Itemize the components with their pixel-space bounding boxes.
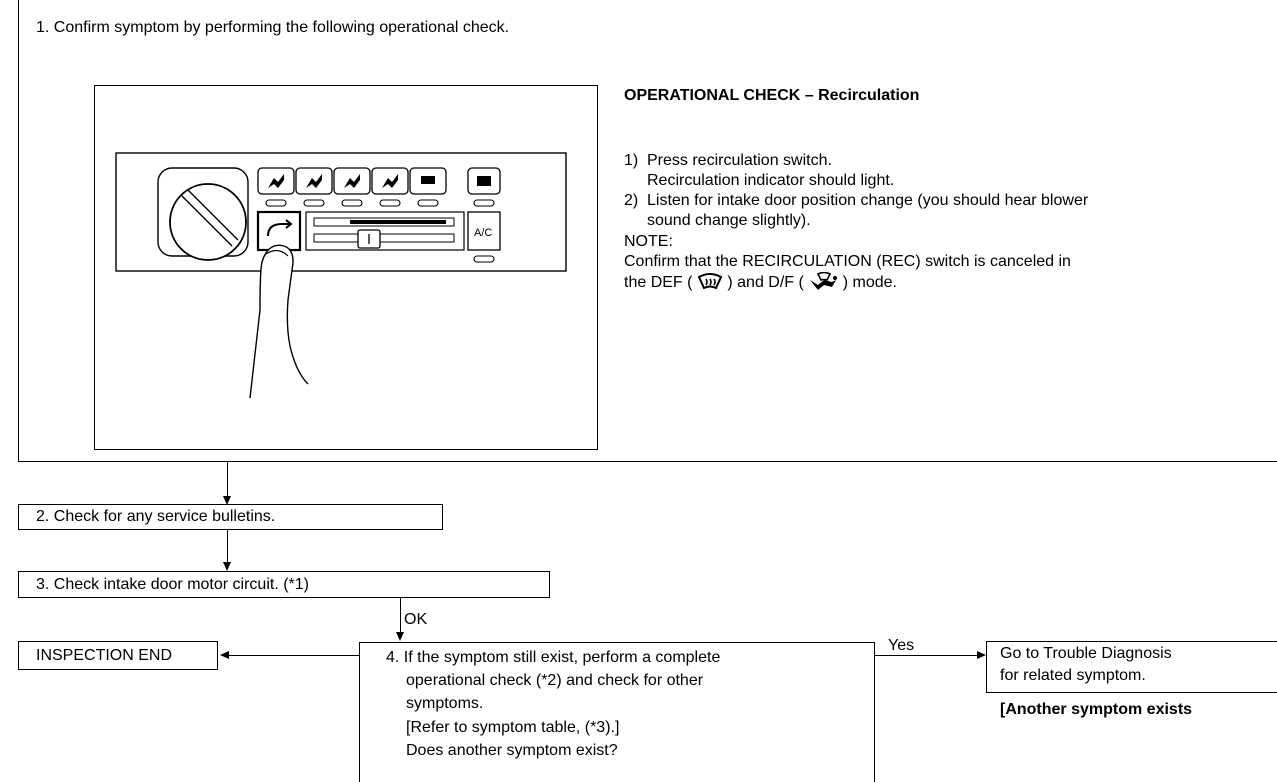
inspection-end-box: [18, 641, 218, 670]
connector-3-4: [400, 598, 401, 634]
goto-box: [986, 641, 1277, 693]
goto-line-2: for related symptom.: [1000, 667, 1146, 684]
connector-4-goto: [875, 655, 979, 656]
ac-indicator-light: [473, 255, 495, 263]
step4-line-2: operational check (*2) and check for oth…: [406, 672, 704, 689]
instruction-2-num: 2): [624, 192, 639, 209]
instruction-2-text: Listen for intake door position change (…: [647, 192, 1089, 209]
fingernail: [265, 249, 289, 257]
goto-line-1: Go to Trouble Diagnosis: [1000, 645, 1172, 662]
fan-knob-pointer-a: [181, 195, 233, 247]
arrow-down-to-step3: [223, 562, 231, 571]
arrow-right-to-goto: [977, 651, 986, 659]
yes-label: Yes: [888, 637, 915, 654]
ac-control-panel-illustration: OFF 1 2 3 4 A/C: [115, 152, 567, 399]
step4-box: [359, 642, 875, 782]
indicator-light-bilevel: [303, 199, 325, 207]
df-mode-icon: [808, 271, 838, 292]
step4-line-3: symptoms.: [406, 695, 484, 712]
ac-label: A/C: [474, 227, 492, 239]
mode-glyphs: [268, 174, 491, 188]
step4-line-4: [Refer to symptom table, (*3).]: [406, 719, 620, 736]
indicator-light-vent: [265, 199, 287, 207]
fan-knob-pointer-b: [187, 189, 239, 241]
op-check-title: OPERATIONAL CHECK – Recirculation: [624, 87, 920, 104]
step3-text: 3. Check intake door motor circuit. (*1): [36, 576, 309, 593]
finger-pressing-button: [249, 244, 309, 399]
temperature-scale-fill: [350, 220, 446, 224]
step4-line-1: 4. If the symptom still exist, perform a…: [386, 649, 721, 666]
connector-1-2: [227, 462, 228, 498]
step4-line-5: Does another symptom exist?: [406, 742, 618, 759]
indicator-light-df: [379, 199, 401, 207]
indicator-light-def: [417, 199, 439, 207]
indicator-lights: [265, 199, 495, 207]
recirculation-button: [256, 210, 302, 252]
step1-title: 1. Confirm symptom by performing the fol…: [36, 19, 510, 36]
def-mode-icon: [697, 273, 723, 291]
connector-2-3: [227, 530, 228, 564]
step2-text: 2. Check for any service bulletins.: [36, 508, 276, 525]
note-line-2-b: ) and D/F (: [727, 274, 804, 291]
note-line-2-c: ) mode.: [842, 274, 897, 291]
instruction-1-num: 1): [624, 152, 639, 169]
inspection-end-text: INSPECTION END: [36, 647, 173, 664]
step2-box: [18, 504, 443, 530]
ok-label: OK: [404, 611, 428, 628]
instruction-1b-text: Recirculation indicator should light.: [647, 172, 895, 189]
indicator-light-rear-defrost: [473, 199, 495, 207]
arrow-down-to-step2: [223, 496, 231, 505]
temperature-slider-track: [313, 233, 455, 243]
note-line-2-a: the DEF (: [624, 274, 693, 291]
another-symptom-label: [Another symptom exists: [1000, 701, 1193, 718]
note-line-1: Confirm that the RECIRCULATION (REC) swi…: [624, 253, 1071, 270]
instruction-1-text: Press recirculation switch.: [647, 152, 832, 169]
arrow-left-to-inspection-end: [220, 651, 229, 659]
instruction-2b-text: sound change slightly).: [647, 212, 811, 229]
mode-buttons: [257, 167, 501, 195]
connector-4-end: [228, 655, 359, 656]
note-line-2: the DEF ( ) and D/F ( ) mode.: [624, 271, 897, 293]
ac-button: [467, 211, 501, 251]
indicator-light-foot: [341, 199, 363, 207]
step3-box: [18, 571, 550, 598]
note-label: NOTE:: [624, 233, 673, 250]
arrow-down-to-step4: [396, 632, 404, 641]
recirculation-glyph: [267, 219, 293, 237]
